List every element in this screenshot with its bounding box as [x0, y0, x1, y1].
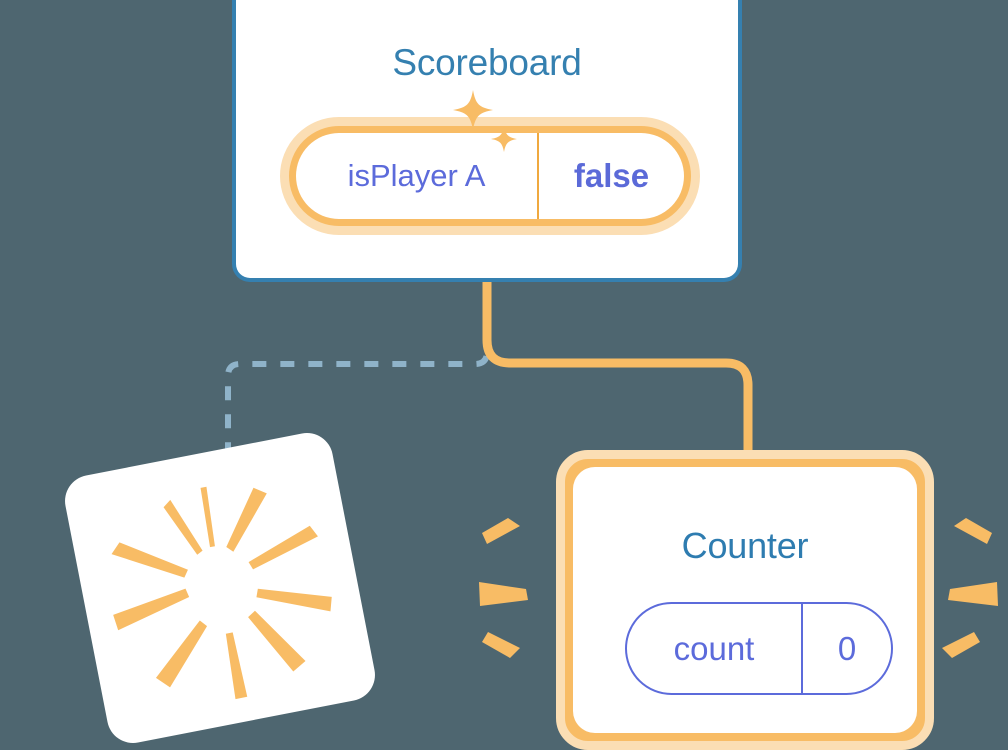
counter-state-pill[interactable]: count 0 [625, 602, 893, 695]
counter-card-inner: Counter count 0 [573, 467, 917, 733]
counter-state-key: count [627, 604, 803, 693]
scoreboard-card[interactable]: Scoreboard isPlayer A false [232, 0, 742, 282]
connector-solid-scoreboard-counter [482, 278, 753, 462]
burst-card[interactable] [60, 428, 380, 748]
counter-burst-rays-left-icon [479, 518, 528, 658]
scoreboard-state-pill-inner: isPlayer A false [296, 133, 684, 219]
counter-state-value: 0 [837, 629, 857, 667]
scoreboard-state-key: isPlayer A [296, 133, 539, 219]
counter-title: Counter [681, 525, 809, 566]
connector-dashed-scoreboard-burstcard [225, 300, 490, 478]
counter-card[interactable]: Counter count 0 [556, 450, 934, 750]
scoreboard-state-value: false [573, 157, 650, 194]
burst-rays-icon [111, 486, 332, 700]
scoreboard-title: Scoreboard [392, 42, 582, 83]
scoreboard-state-pill[interactable]: isPlayer A false [280, 117, 700, 235]
counter-burst-rays-right-icon [942, 518, 998, 658]
